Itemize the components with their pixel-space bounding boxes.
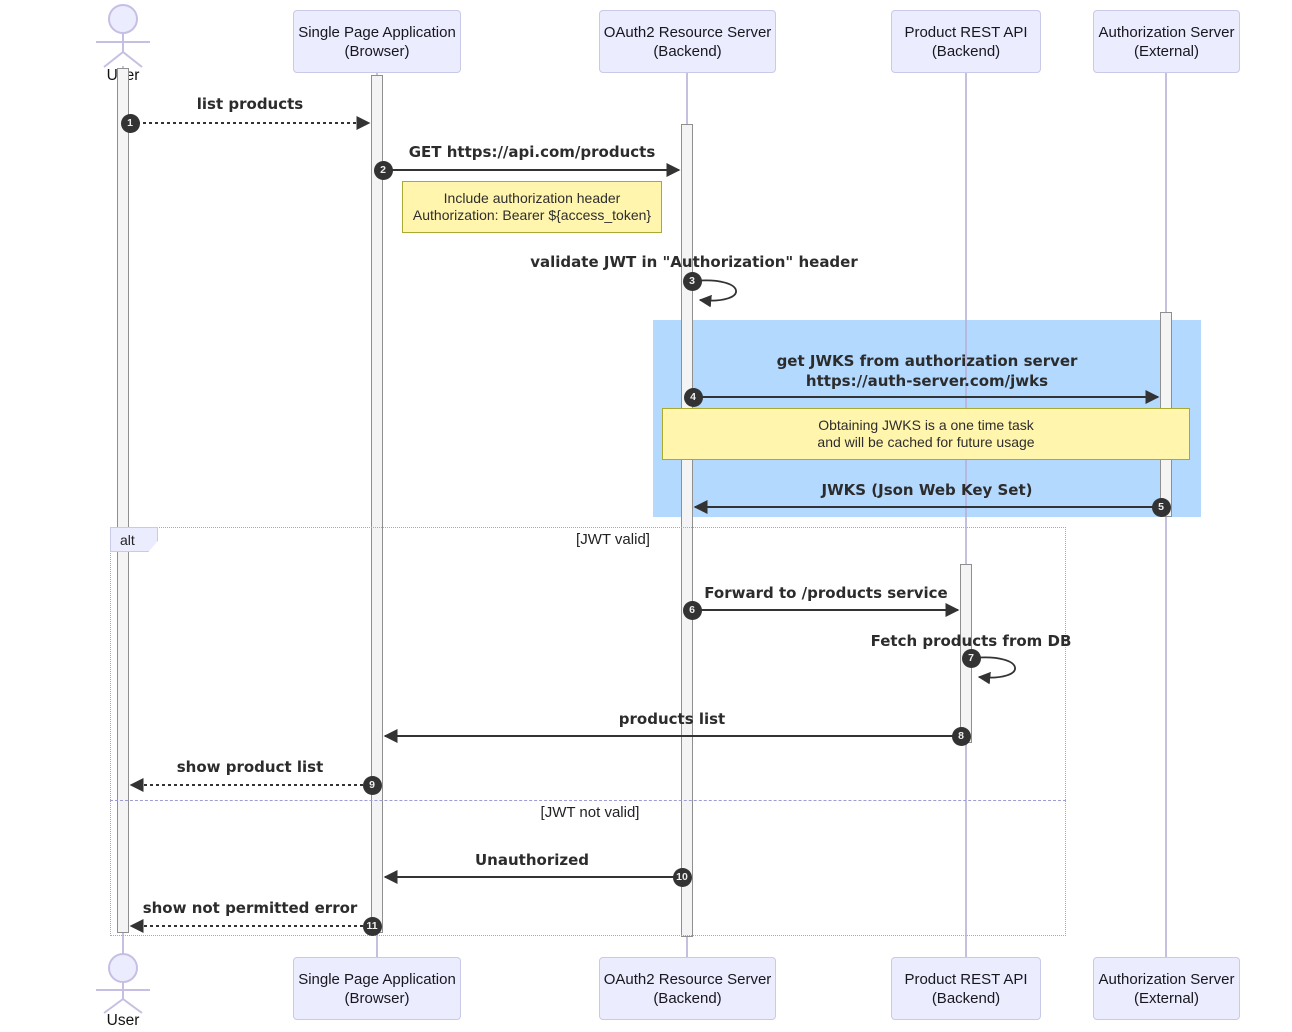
message-label-3: validate JWT in "Authorization" header — [530, 253, 858, 271]
participant-sublabel: (Browser) — [344, 989, 410, 1007]
sequence-number-10: 10 — [672, 867, 692, 887]
participant-box-spa-top: Single Page Application (Browser) — [293, 10, 461, 73]
participant-label: Authorization Server — [1098, 23, 1235, 41]
note-line: and will be cached for future usage — [817, 434, 1035, 450]
alt-condition-jwt-not-valid: [JWT not valid] — [540, 804, 640, 821]
message-arrow-7-self — [972, 656, 1016, 685]
note-line: Obtaining JWKS is a one time task — [818, 417, 1034, 433]
message-label-2: GET https://api.com/products — [408, 143, 656, 161]
sequence-number-11: 11 — [362, 916, 382, 936]
actor-label-user-bottom: User — [106, 1012, 140, 1029]
participant-label: Product REST API — [904, 23, 1028, 41]
sequence-number-1: 1 — [120, 113, 140, 133]
participant-box-product-bottom: Product REST API (Backend) — [891, 957, 1041, 1020]
alt-divider — [110, 800, 1066, 801]
participant-box-oauth2-top: OAuth2 Resource Server (Backend) — [599, 10, 776, 73]
participant-box-auth-bottom: Authorization Server (External) — [1093, 957, 1240, 1020]
participant-sublabel: (Backend) — [653, 989, 722, 1007]
sequence-number-2: 2 — [373, 160, 393, 180]
note-line: Include authorization header — [443, 190, 621, 206]
participant-box-spa-bottom: Single Page Application (Browser) — [293, 957, 461, 1020]
participant-sublabel: (Browser) — [344, 42, 410, 60]
sequence-number-7: 7 — [961, 648, 981, 668]
message-label-4b: https://auth-server.com/jwks — [805, 372, 1049, 390]
sequence-number-9: 9 — [362, 775, 382, 795]
message-label-6: Forward to /products service — [704, 584, 948, 602]
message-label-9: show product list — [176, 758, 324, 776]
participant-box-auth-top: Authorization Server (External) — [1093, 10, 1240, 73]
activation-bar-user — [117, 68, 129, 933]
message-label-4a: get JWKS from authorization server — [776, 352, 1078, 370]
message-label-7: Fetch products from DB — [870, 632, 1072, 650]
message-label-8: products list — [618, 710, 726, 728]
participant-label: OAuth2 Resource Server — [603, 970, 772, 988]
participant-sublabel: (External) — [1133, 989, 1200, 1007]
user-actor-icon-bottom — [96, 953, 150, 1014]
alt-frame-label: alt — [110, 527, 158, 552]
sequence-number-6: 6 — [682, 600, 702, 620]
participant-label: Product REST API — [904, 970, 1028, 988]
message-label-11: show not permitted error — [142, 899, 358, 917]
participant-label: OAuth2 Resource Server — [603, 23, 772, 41]
activation-bar-oauth2 — [681, 124, 693, 937]
message-label-5: JWKS (Json Web Key Set) — [821, 481, 1033, 499]
note-jwks-cache: Obtaining JWKS is a one time task and wi… — [662, 408, 1190, 460]
sequence-number-3: 3 — [682, 271, 702, 291]
user-actor-icon-top — [96, 4, 150, 68]
message-arrow-3-self — [693, 279, 737, 308]
sequence-number-4: 4 — [683, 387, 703, 407]
alt-condition-jwt-valid: [JWT valid] — [576, 531, 650, 548]
message-label-1: list products — [196, 95, 304, 113]
note-authorization-header: Include authorization header Authorizati… — [402, 181, 662, 233]
note-line: Authorization: Bearer ${access_token} — [412, 207, 652, 223]
participant-sublabel: (External) — [1133, 42, 1200, 60]
sequence-number-5: 5 — [1151, 497, 1171, 517]
participant-box-oauth2-bottom: OAuth2 Resource Server (Backend) — [599, 957, 776, 1020]
participant-sublabel: (Backend) — [931, 989, 1001, 1007]
participant-label: Authorization Server — [1098, 970, 1235, 988]
message-label-10: Unauthorized — [475, 851, 589, 869]
participant-sublabel: (Backend) — [931, 42, 1001, 60]
participant-box-product-top: Product REST API (Backend) — [891, 10, 1041, 73]
sequence-number-8: 8 — [951, 726, 971, 746]
participant-label: Single Page Application — [298, 23, 456, 41]
alt-frame — [110, 527, 1066, 936]
participant-sublabel: (Backend) — [653, 42, 722, 60]
participant-label: Single Page Application — [298, 970, 456, 988]
